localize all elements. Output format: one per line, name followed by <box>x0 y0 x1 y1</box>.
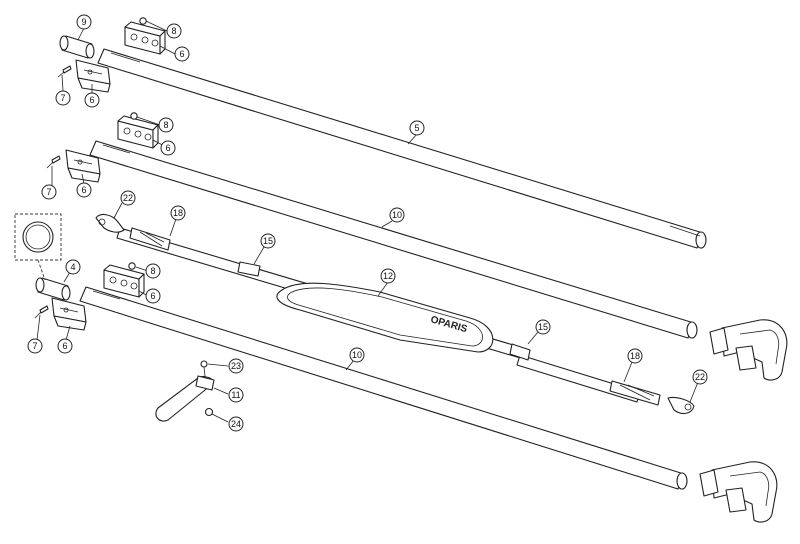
callout-4: 4 <box>65 259 81 275</box>
clamp-block-6-top-front <box>75 59 111 93</box>
callout-24: 24 <box>228 416 244 432</box>
tube-10-upper <box>89 140 698 339</box>
callout-number: 4 <box>70 262 75 272</box>
tube-10-lower <box>79 286 688 490</box>
callout-number: 6 <box>81 185 86 195</box>
screw-23 <box>200 360 208 377</box>
callout-number: 8 <box>150 266 155 276</box>
clamp-block-6-low-back <box>103 264 145 298</box>
callout-15-right: 15 <box>535 319 551 335</box>
callout-6-top-back: 6 <box>174 46 190 62</box>
callout-10-upper: 10 <box>389 207 405 223</box>
callout-number: 6 <box>179 49 184 59</box>
clamp-block-6-low-front <box>51 297 87 331</box>
shoulder-strap: OPARIS <box>95 213 695 415</box>
callout-number: 8 <box>171 26 176 36</box>
callout-22-left: 22 <box>120 190 136 206</box>
callout-number: 23 <box>231 361 241 371</box>
clamp-block-6-mid-back <box>117 115 159 149</box>
callout-9: 9 <box>76 14 92 30</box>
callout-5: 5 <box>409 120 425 136</box>
callout-number: 18 <box>173 208 183 218</box>
clamp-block-6-mid-front <box>65 149 101 183</box>
callout-22-right: 22 <box>692 369 708 385</box>
callout-7-low: 7 <box>27 338 43 354</box>
callout-number: 5 <box>414 123 419 133</box>
callout-number: 10 <box>352 350 362 360</box>
callout-number: 7 <box>32 341 37 351</box>
callout-23: 23 <box>228 358 244 374</box>
nut-8-mid <box>130 112 138 120</box>
callout-18-right: 18 <box>627 348 643 364</box>
callout-number: 11 <box>231 390 240 400</box>
callout-6-low-front: 6 <box>57 338 73 354</box>
callout-number: 24 <box>231 419 241 429</box>
callout-12: 12 <box>380 268 396 284</box>
callout-6-mid-back: 6 <box>160 140 176 156</box>
callout-11: 11 <box>228 387 244 403</box>
clamp-block-6-top-back <box>124 21 166 55</box>
handle-11 <box>155 375 215 422</box>
end-cap-upper <box>709 319 788 381</box>
callout-number: 12 <box>383 271 393 281</box>
end-cap-lower <box>699 461 778 523</box>
callout-10-lower: 10 <box>349 347 365 363</box>
callout-number: 6 <box>165 143 170 153</box>
callout-6-top-front: 6 <box>84 92 100 108</box>
callout-number: 10 <box>392 210 402 220</box>
nut-8-top <box>139 17 147 25</box>
callout-8-top: 8 <box>166 23 182 39</box>
callout-number: 22 <box>123 193 133 203</box>
callout-8-mid: 8 <box>158 117 174 133</box>
callout-number: 6 <box>62 341 67 351</box>
callout-15-left: 15 <box>260 233 276 249</box>
callout-number: 22 <box>695 372 705 382</box>
nut-24 <box>204 407 214 417</box>
callout-number: 7 <box>46 187 51 197</box>
short-tube-9 <box>59 35 95 59</box>
nut-8-low <box>128 262 136 270</box>
screw-7-mid <box>46 155 61 169</box>
tube-section-detail <box>14 213 62 281</box>
screw-7-top <box>57 65 72 78</box>
callout-number: 6 <box>150 291 155 301</box>
callout-6-mid-front: 6 <box>76 182 92 198</box>
callout-number: 18 <box>630 351 640 361</box>
callout-7-top: 7 <box>55 90 71 106</box>
callouts: 9 8 6 7 6 5 8 6 7 6 22 18 15 10 12 4 8 6… <box>27 14 708 432</box>
short-tube-4 <box>35 277 71 301</box>
tube-5 <box>97 48 707 249</box>
callout-number: 15 <box>263 236 273 246</box>
callout-number: 15 <box>538 322 548 332</box>
callout-number: 7 <box>60 93 65 103</box>
callout-18-left: 18 <box>170 205 186 221</box>
callout-7-mid: 7 <box>41 184 57 200</box>
callout-number: 6 <box>89 95 94 105</box>
callout-number: 9 <box>81 17 86 27</box>
screw-7-low <box>34 305 49 319</box>
leader-lines <box>36 20 699 423</box>
callout-8-low: 8 <box>145 263 161 279</box>
callout-number: 8 <box>163 120 168 130</box>
callout-6-low-back: 6 <box>145 288 161 304</box>
